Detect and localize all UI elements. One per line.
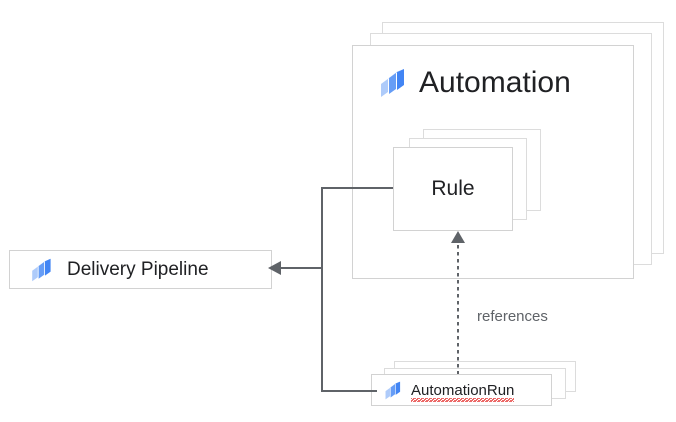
delivery-pipeline-node[interactable]: Delivery Pipeline [9,250,272,289]
rule-label: Rule [431,177,475,200]
connector-to-delivery-pipeline [278,267,323,269]
arrowhead-rule [451,231,465,243]
rule-card-layer-front[interactable] [393,147,513,231]
automation-header: Automation [377,68,571,98]
references-edge-label: references [477,308,548,325]
connector-to-automation-run [321,390,377,392]
automation-run-label: AutomationRun [411,381,515,402]
cloud-deploy-icon [29,258,53,282]
cloud-deploy-icon [377,68,407,98]
automation-run-content: AutomationRun [371,374,552,406]
spellcheck-underline [407,392,535,397]
connector-rule-horizontal [321,187,393,189]
automation-title: Automation [419,66,571,99]
cloud-deploy-icon [383,381,402,400]
connector-vertical-trunk [321,187,323,392]
delivery-pipeline-label: Delivery Pipeline [67,258,209,280]
connector-references-dotted [457,238,459,374]
arrowhead-delivery-pipeline [268,261,281,275]
